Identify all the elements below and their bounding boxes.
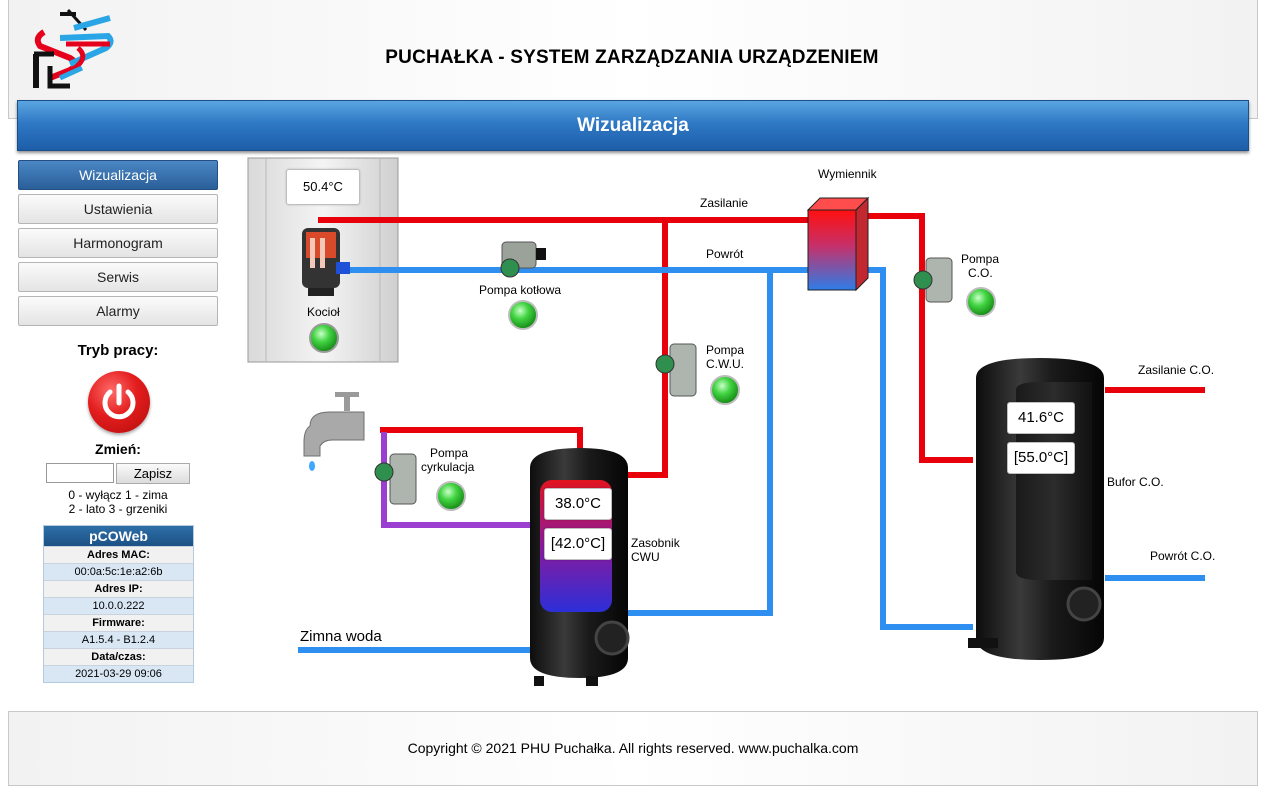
nav-service-button[interactable]: Serwis [18, 262, 218, 292]
cwu-pump-label-line-2: C.W.U. [706, 357, 744, 371]
pcoweb-title: pCOWeb [44, 526, 193, 546]
firmware-label: Firmware: [44, 614, 193, 631]
circulation-pump-label-line-1: Pompa [430, 446, 469, 460]
page-banner: Wizualizacja [17, 100, 1249, 151]
company-logo [33, 8, 114, 89]
system-diagram: 50.4°C Kocioł Zasilanie Powrót Wymiennik… [240, 150, 1260, 700]
app-title: PUCHAŁKA - SYSTEM ZARZĄDZANIA URZĄDZENIE… [385, 47, 879, 68]
circulation-pump-label-line-2: cyrkulacja [421, 460, 475, 474]
boiler-pump-icon [500, 241, 546, 278]
cwu-pump-status-led [710, 375, 740, 405]
ip-value: 10.0.0.222 [44, 597, 193, 614]
mode-input[interactable] [46, 463, 114, 483]
supply-pipe [318, 213, 1205, 478]
power-button[interactable] [88, 371, 150, 433]
supply-co-label: Zasilanie C.O. [1138, 363, 1215, 377]
cwu-pump-label-line-1: Pompa [706, 343, 745, 357]
boiler-temperature: 50.4°C [286, 169, 360, 205]
exchanger-label: Wymiennik [818, 167, 877, 181]
heat-exchanger [806, 196, 870, 292]
boiler-pump-label: Pompa kotłowa [479, 283, 562, 297]
footer: Copyright © 2021 PHU Puchałka. All right… [8, 711, 1258, 786]
circulation-pump-status-led [436, 481, 466, 511]
return-pipe [298, 267, 1205, 653]
cwu-tank-label-line-2: CWU [631, 550, 660, 564]
mode-title: Tryb pracy: [77, 342, 159, 359]
boiler-status-led [309, 323, 339, 353]
return-label: Powrót [706, 247, 744, 261]
nav-visualization-button[interactable]: Wizualizacja [18, 160, 218, 190]
co-pump-icon [913, 257, 953, 303]
pcoweb-info-table: pCOWeb Adres MAC: 00:0a:5c:1e:a2:6b Adre… [43, 525, 194, 683]
cwu-tank-label-line-1: Zasobnik [631, 536, 680, 550]
nav-alarms-button[interactable]: Alarmy [18, 296, 218, 326]
faucet-icon [303, 392, 365, 471]
mode-legend-line-1: 0 - wyłącz 1 - zima [68, 488, 168, 502]
save-button[interactable]: Zapisz [116, 463, 190, 484]
mode-legend-line-2: 2 - lato 3 - grzeniki [68, 502, 168, 516]
buffer-tank-setpoint: [55.0°C] [1007, 442, 1075, 474]
nav-settings-button[interactable]: Ustawienia [18, 194, 218, 224]
supply-label: Zasilanie [700, 196, 749, 210]
cwu-tank-temperature: 38.0°C [544, 488, 612, 520]
boiler-label: Kocioł [307, 305, 340, 319]
header [8, 0, 1258, 119]
boiler-pump-status-led [508, 300, 538, 330]
co-pump-status-led [966, 287, 996, 317]
datetime-label: Data/czas: [44, 648, 193, 665]
nav-schedule-button[interactable]: Harmonogram [18, 228, 218, 258]
change-mode-label: Zmień: [95, 441, 141, 457]
co-pump-label-line-1: Pompa [961, 252, 1000, 266]
page-title: Wizualizacja [577, 115, 689, 136]
power-icon [102, 383, 136, 420]
copyright-text: Copyright © 2021 PHU Puchałka. All right… [407, 740, 859, 756]
cwu-pump-icon [655, 343, 697, 397]
circulation-pump-icon [374, 453, 417, 505]
mac-label: Adres MAC: [44, 546, 193, 563]
boiler-icon [302, 228, 350, 296]
cwu-tank [530, 448, 630, 686]
co-pump-label-line-2: C.O. [968, 266, 993, 280]
return-co-label: Powrót C.O. [1150, 549, 1216, 563]
ip-label: Adres IP: [44, 580, 193, 597]
datetime-value: 2021-03-29 09:06 [44, 665, 193, 682]
buffer-tank-label: Bufor C.O. [1107, 475, 1164, 489]
cwu-tank-setpoint: [42.0°C] [544, 528, 612, 560]
firmware-value: A1.5.4 - B1.2.4 [44, 631, 193, 648]
buffer-tank-temperature: 41.6°C [1007, 402, 1075, 434]
cold-water-label: Zimna woda [300, 628, 382, 645]
mac-value: 00:0a:5c:1e:a2:6b [44, 563, 193, 580]
